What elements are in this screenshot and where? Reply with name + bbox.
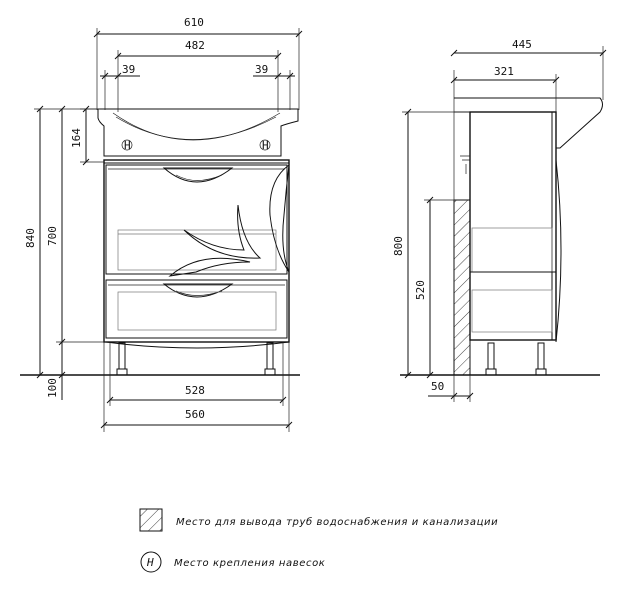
legend: Место для вывода труб водоснабжения и ка… bbox=[139, 508, 498, 573]
leg-right bbox=[264, 342, 276, 376]
dim-bottom-outer: 560 bbox=[185, 408, 205, 421]
bottom-drawer-handle bbox=[162, 283, 234, 298]
dim-overall-width: 610 bbox=[184, 16, 204, 29]
legend-hatch-swatch bbox=[139, 508, 163, 532]
legend-pipe-area-text: Место для вывода труб водоснабжения и ка… bbox=[176, 516, 498, 528]
side-drawer-front bbox=[555, 159, 562, 343]
dim-overall-height: 840 bbox=[24, 228, 37, 248]
decorative-leaf bbox=[269, 163, 290, 273]
top-drawer bbox=[105, 164, 288, 275]
dim-side-depth: 445 bbox=[512, 38, 532, 51]
dim-top-height: 164 bbox=[70, 128, 83, 148]
dim-offset-left: 39 bbox=[122, 63, 135, 76]
hanger-symbol-right: H bbox=[262, 139, 269, 152]
dim-side-height: 800 bbox=[392, 236, 405, 256]
side-leg-front bbox=[535, 342, 547, 376]
legend-hanger-text: Место крепления навесок bbox=[174, 558, 325, 569]
side-dimensions: 445 321 800 520 50 bbox=[392, 38, 607, 402]
legend-hanger-symbol: H bbox=[140, 551, 162, 573]
dim-pipe-height: 520 bbox=[414, 280, 427, 300]
pipe-area-hatch bbox=[453, 199, 471, 376]
cabinet-base bbox=[105, 341, 290, 349]
washbasin-top bbox=[97, 108, 299, 157]
hanger-marker-left: H bbox=[121, 139, 133, 152]
front-view: H H bbox=[20, 108, 300, 376]
siphon bbox=[460, 155, 470, 174]
washbasin-bowl-curve bbox=[112, 112, 281, 141]
dim-bottom-inner: 528 bbox=[185, 384, 205, 397]
hanger-marker-right: H bbox=[259, 139, 271, 152]
leg-left bbox=[116, 342, 128, 376]
top-drawer-handle bbox=[162, 167, 234, 183]
side-washbasin-top bbox=[454, 97, 603, 149]
dim-leg-height: 100 bbox=[46, 378, 59, 398]
dim-inner-width: 482 bbox=[185, 39, 205, 52]
front-dimensions: 610 482 39 39 164 840 bbox=[24, 16, 303, 432]
side-cabinet-body bbox=[469, 111, 557, 341]
svg-text:H: H bbox=[146, 556, 154, 569]
cabinet-body bbox=[103, 159, 290, 343]
hanger-symbol-left: H bbox=[124, 139, 131, 152]
dim-side-depth-inner: 321 bbox=[494, 65, 514, 78]
dim-body-height: 700 bbox=[46, 226, 59, 246]
bottom-drawer bbox=[105, 279, 288, 339]
dim-wall-offset: 50 bbox=[431, 380, 444, 393]
side-leg-back bbox=[485, 342, 497, 376]
side-view bbox=[400, 70, 603, 376]
dim-offset-right: 39 bbox=[255, 63, 268, 76]
